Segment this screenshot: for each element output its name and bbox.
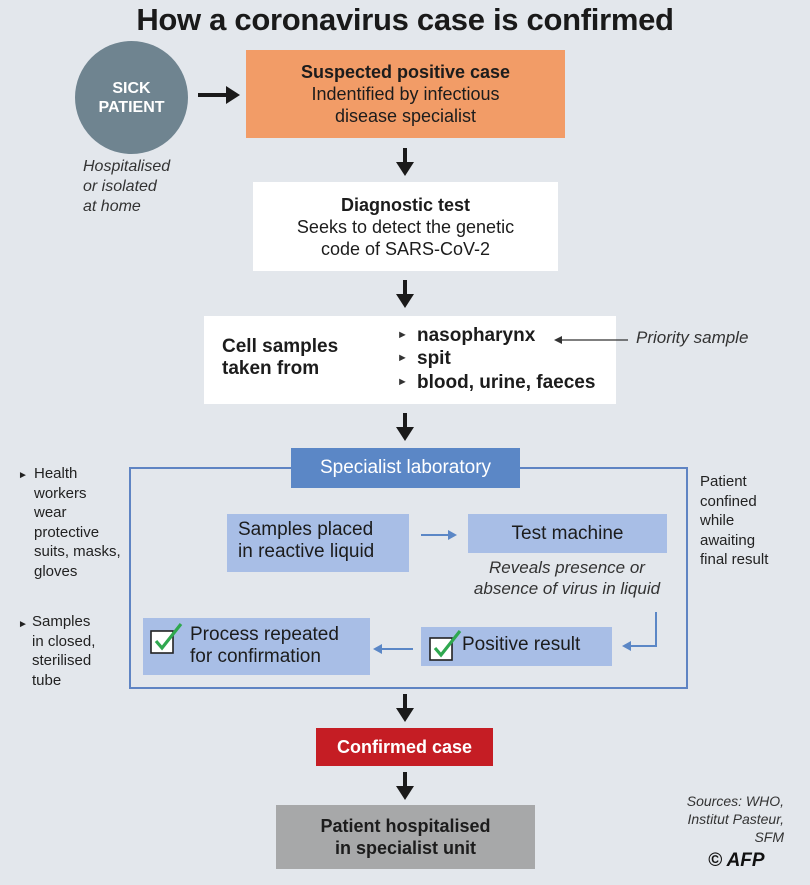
cell-samples-label-line: taken from xyxy=(222,358,320,379)
diagnostic-test-line: code of SARS-CoV-2 xyxy=(320,238,491,259)
patient-note: Hospitalised or isolated at home xyxy=(83,157,170,217)
reveals-line: absence of virus in liquid xyxy=(473,579,661,598)
arrow-elbow-icon xyxy=(620,612,664,657)
samples-tube-note: Samples in closed, sterilised tube xyxy=(32,612,95,690)
diagnostic-test-line: Seeks to detect the genetic xyxy=(296,216,515,237)
note-line: while xyxy=(700,512,735,529)
sample-item: nasopharynx xyxy=(417,325,536,346)
bullet-icon: ► xyxy=(18,470,28,481)
note-line: in closed, xyxy=(32,632,96,650)
sick-patient-circle: SICK PATIENT xyxy=(75,41,188,154)
reveals-line: Reveals presence or xyxy=(489,558,645,577)
cell-samples-label-line: Cell samples xyxy=(222,336,339,357)
diagnostic-test-box: Diagnostic test Seeks to detect the gene… xyxy=(253,182,558,271)
hospitalised-box: Patient hospitalised in specialist unit xyxy=(276,805,535,869)
checkmark-icon xyxy=(428,628,464,669)
sample-item: blood, urine, faeces xyxy=(417,372,596,393)
note-line: Health xyxy=(34,465,78,482)
arrow-left-icon xyxy=(373,642,413,660)
sources-note: Sources: WHO, Institut Pasteur, SFM xyxy=(640,792,784,846)
arrow-down-icon xyxy=(396,280,414,308)
bullet-icon: ► xyxy=(397,329,408,341)
sources-line: SFM xyxy=(754,829,784,845)
patient-note-line: or isolated xyxy=(83,178,157,195)
arrow-right-icon xyxy=(198,86,240,104)
priority-sample-note: Priority sample xyxy=(636,328,749,347)
note-line: Samples xyxy=(32,613,91,630)
patient-confined-note: Patient confined while awaiting final re… xyxy=(700,472,768,570)
bullet-icon: ► xyxy=(18,619,28,630)
cell-samples-label: Cell samples taken from xyxy=(222,336,338,380)
arrow-down-icon xyxy=(396,772,414,800)
process-repeated-box xyxy=(143,618,370,675)
hospitalised-line: Patient hospitalised xyxy=(320,816,491,836)
suspected-case-box: Suspected positive case Indentified by i… xyxy=(246,50,565,138)
cell-samples-box xyxy=(204,316,616,404)
test-machine-box: Test machine xyxy=(468,514,667,553)
diagnostic-test-title: Diagnostic test xyxy=(340,194,471,215)
samples-placed-line: in reactive liquid xyxy=(238,541,375,562)
page-title: How a coronavirus case is confirmed xyxy=(136,2,674,37)
note-line: confined xyxy=(700,492,757,510)
note-line: awaiting xyxy=(700,531,756,549)
note-line: Patient xyxy=(700,473,747,490)
sample-item: spit xyxy=(417,348,451,369)
process-repeated-label: Process repeated for confirmation xyxy=(190,624,339,668)
arrow-right-icon xyxy=(421,528,457,546)
samples-placed-line: Samples placed xyxy=(238,519,374,540)
suspected-case-title: Suspected positive case xyxy=(300,62,511,82)
note-line: suits, masks, xyxy=(34,543,121,560)
arrow-down-icon xyxy=(396,413,414,441)
hospitalised-line: in specialist unit xyxy=(334,838,477,858)
note-line: final result xyxy=(700,551,769,568)
health-workers-note: Health workers wear protective suits, ma… xyxy=(34,464,121,581)
arrow-down-icon xyxy=(396,694,414,722)
note-line: wear xyxy=(34,504,67,521)
sources-line: Institut Pasteur, xyxy=(687,811,785,827)
samples-placed-box: Samples placed in reactive liquid xyxy=(227,514,409,572)
process-line: Process repeated xyxy=(190,624,339,645)
note-line: protective xyxy=(34,523,100,541)
note-line: tube xyxy=(32,671,62,689)
patient-note-line: at home xyxy=(83,198,141,215)
sick-patient-line2: PATIENT xyxy=(98,98,165,116)
note-line: workers xyxy=(34,484,87,502)
sick-patient-line1: SICK xyxy=(112,79,151,97)
confirmed-case-box: Confirmed case xyxy=(316,728,493,766)
afp-logo: © AFP xyxy=(708,850,765,871)
positive-result-box xyxy=(421,627,612,666)
specialist-lab-title: Specialist laboratory xyxy=(291,448,520,488)
arrow-down-icon xyxy=(396,148,414,176)
reveals-note: Reveals presence or absence of virus in … xyxy=(452,557,682,599)
sources-line: Sources: WHO, xyxy=(686,793,784,809)
positive-result-label: Positive result xyxy=(462,634,581,655)
checkmark-icon xyxy=(149,621,185,662)
patient-note-line: Hospitalised xyxy=(83,158,171,175)
note-line: sterilised xyxy=(32,652,92,669)
process-line: for confirmation xyxy=(190,646,321,667)
bullet-icon: ► xyxy=(397,376,408,388)
note-line: gloves xyxy=(34,562,78,580)
suspected-case-line: Indentified by infectious xyxy=(311,84,500,104)
arrow-left-icon xyxy=(554,333,628,351)
suspected-case-line: disease specialist xyxy=(334,106,477,126)
bullet-icon: ► xyxy=(397,352,408,364)
